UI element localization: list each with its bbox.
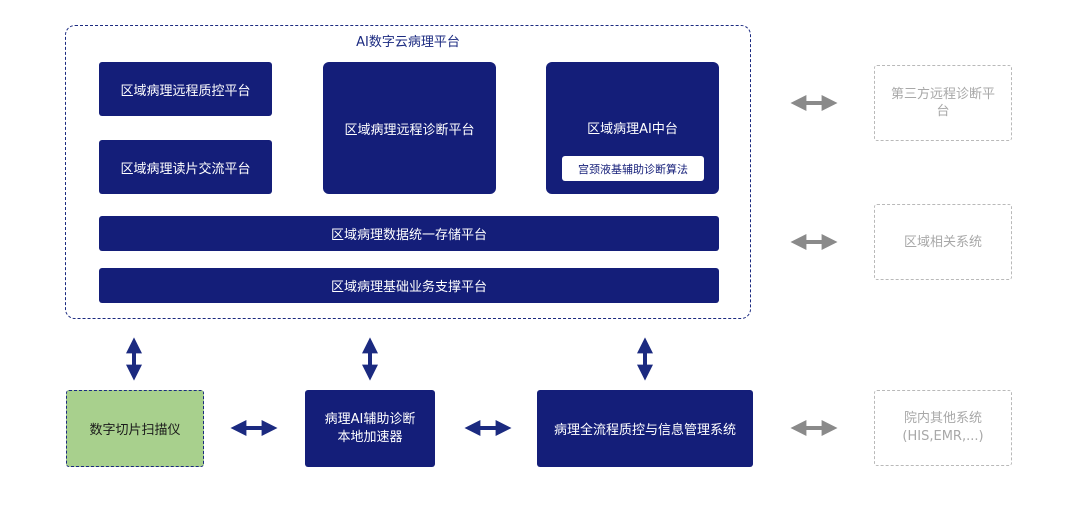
- ai-center-label: 区域病理AI中台: [587, 122, 678, 137]
- ai-cloud-platform-container: [65, 25, 751, 319]
- reading-exchange-platform: 区域病理读片交流平台: [99, 140, 272, 194]
- remote-diagnosis-platform: 区域病理远程诊断平台: [323, 62, 496, 194]
- hospital-systems-sublabel: (HIS,EMR,...): [902, 429, 984, 444]
- cervical-algorithm-badge: 宫颈液基辅助诊断算法: [562, 156, 704, 181]
- business-support-platform: 区域病理基础业务支撑平台: [99, 268, 719, 303]
- management-system: 病理全流程质控与信息管理系统: [537, 390, 753, 467]
- third-party-platform: 第三方远程诊断平台: [874, 65, 1012, 141]
- accelerator-label-line1: 病理AI辅助诊断: [324, 411, 416, 427]
- regional-systems: 区域相关系统: [874, 204, 1012, 280]
- ai-local-accelerator: 病理AI辅助诊断 本地加速器: [305, 390, 435, 467]
- platform-title: AI数字云病理平台: [356, 35, 460, 50]
- remote-qc-platform: 区域病理远程质控平台: [99, 62, 272, 116]
- accelerator-label-line2: 本地加速器: [337, 429, 403, 445]
- slide-scanner: 数字切片扫描仪: [66, 390, 204, 467]
- hospital-systems: 院内其他系统 (HIS,EMR,...): [874, 390, 1012, 466]
- hospital-systems-label: 院内其他系统: [903, 411, 982, 426]
- data-storage-platform: 区域病理数据统一存储平台: [99, 216, 719, 251]
